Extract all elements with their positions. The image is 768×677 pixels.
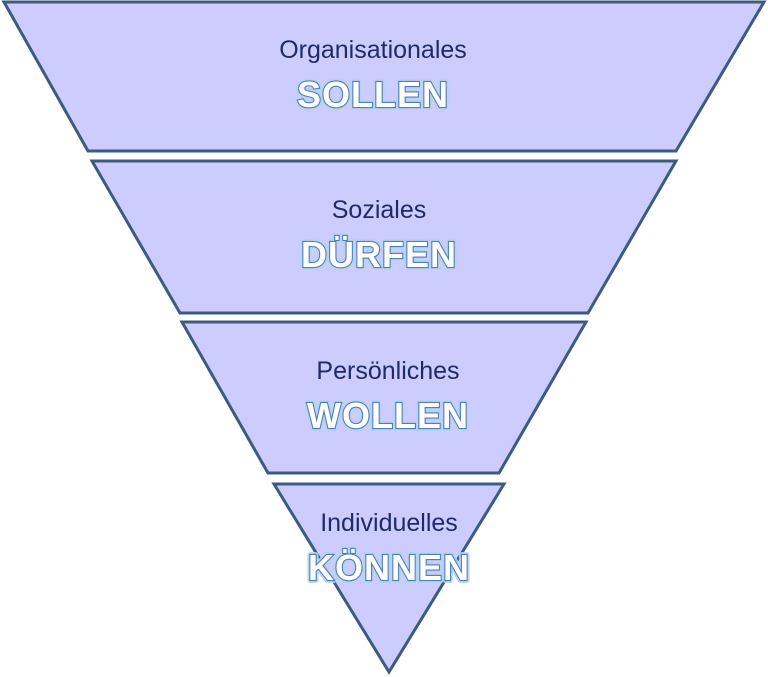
layer-shape-duerfen <box>89 159 679 315</box>
layer-title-sollen: SOLLEN <box>297 74 449 115</box>
pyramid-layer-wollen: Persönliches WOLLEN WOLLEN <box>179 320 589 475</box>
layer-subtitle-wollen: Persönliches <box>316 357 459 385</box>
layer-title-duerfen: DÜRFEN <box>301 234 457 275</box>
layer-title-wollen: WOLLEN <box>307 395 469 436</box>
layer-title-glow-sollen: SOLLEN <box>297 74 449 115</box>
layer-title-glow-wollen: WOLLEN <box>307 395 469 436</box>
layer-title-glow-koennen: KÖNNEN <box>308 547 470 588</box>
layer-shape-sollen <box>1 0 767 153</box>
pyramid-layer-duerfen: Soziales DÜRFEN DÜRFEN <box>89 159 679 315</box>
layer-title-koennen: KÖNNEN <box>308 547 470 588</box>
layer-shape-koennen <box>271 482 507 675</box>
layer-shape-wollen <box>179 320 589 475</box>
layer-subtitle-sollen: Organisationales <box>279 36 467 64</box>
pyramid-layer-sollen: Organisationales SOLLEN SOLLEN <box>1 0 767 153</box>
pyramid-layer-koennen: Individuelles KÖNNEN KÖNNEN <box>271 482 507 675</box>
layer-title-glow-duerfen: DÜRFEN <box>301 234 457 275</box>
layer-subtitle-duerfen: Soziales <box>332 196 427 224</box>
layer-subtitle-koennen: Individuelles <box>320 509 458 537</box>
